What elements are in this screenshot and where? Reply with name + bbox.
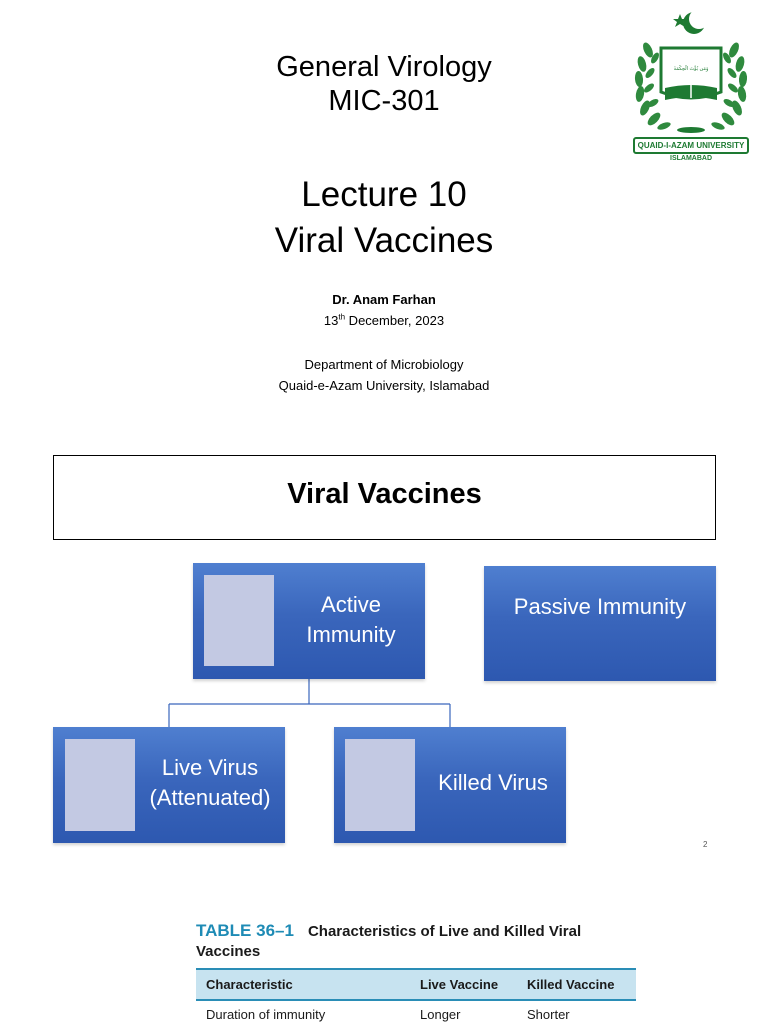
table-caption: Characteristics of Live and Killed Viral… bbox=[196, 923, 582, 960]
date-day: 13 bbox=[323, 313, 339, 328]
passive-immunity-label: Passive Immunity bbox=[513, 594, 687, 619]
university-name: Quaid-e-Azam University, Islamabad bbox=[278, 378, 490, 393]
live-virus-label: Live Virus (Attenuated) bbox=[149, 755, 271, 810]
active-immunity-node: Active Immunity bbox=[193, 563, 425, 679]
table-header-cell: Live Vaccine bbox=[410, 968, 517, 1001]
image-placeholder-icon bbox=[204, 575, 274, 666]
table-row: Duration of immunity Longer Shorter bbox=[196, 1000, 636, 1024]
course-title-block: General Virology MIC-301 bbox=[184, 50, 584, 118]
table-header-row: Characteristic Live Vaccine Killed Vacci… bbox=[196, 968, 636, 1001]
table-header-cell: Characteristic bbox=[196, 968, 410, 1001]
crest-banner: QUAID-I-AZAM UNIVERSITY bbox=[633, 137, 749, 154]
affiliation-block: Department of Microbiology Quaid-e-Azam … bbox=[184, 354, 584, 396]
author-name: Dr. Anam Farhan bbox=[332, 292, 436, 307]
live-virus-node: Live Virus (Attenuated) bbox=[53, 727, 285, 843]
date-suffix: th bbox=[338, 312, 346, 322]
lecture-title-block: Lecture 10 Viral Vaccines bbox=[134, 172, 634, 264]
table-cell: Longer bbox=[420, 1007, 461, 1022]
killed-virus-label: Killed Virus bbox=[438, 770, 548, 795]
crest-city: ISLAMABAD bbox=[670, 155, 712, 162]
viral-vaccines-heading: Viral Vaccines bbox=[287, 478, 482, 510]
viral-vaccines-heading-box: Viral Vaccines bbox=[53, 455, 716, 540]
vaccine-comparison-table: Characteristic Live Vaccine Killed Vacci… bbox=[196, 968, 636, 1024]
passive-immunity-node: Passive Immunity bbox=[484, 566, 716, 681]
course-code: MIC-301 bbox=[328, 85, 440, 117]
killed-virus-node: Killed Virus bbox=[334, 727, 566, 843]
university-crest-icon: وَمَن يُؤْتَ الْحِكْمَةَ QUAID-I-AZAM UN… bbox=[628, 8, 754, 168]
crest-motto: وَمَن يُؤْتَ الْحِكْمَةَ bbox=[673, 66, 709, 72]
image-placeholder-icon bbox=[65, 739, 135, 831]
crest-graphic bbox=[634, 9, 748, 133]
lecture-number: Lecture 10 bbox=[301, 175, 467, 214]
table-cell: Shorter bbox=[527, 1007, 570, 1022]
image-placeholder-icon bbox=[345, 739, 415, 831]
slide-page-number: 2 bbox=[703, 840, 708, 849]
date-rest: December, 2023 bbox=[345, 313, 445, 328]
active-immunity-label: Active Immunity bbox=[306, 592, 396, 647]
table-cell: Duration of immunity bbox=[206, 1007, 326, 1022]
department-name: Department of Microbiology bbox=[304, 357, 464, 372]
table-header-cell: Killed Vaccine bbox=[517, 968, 636, 1001]
table-number: TABLE 36–1 bbox=[196, 921, 294, 940]
course-name: General Virology bbox=[276, 51, 492, 83]
lecture-date: 13th December, 2023 bbox=[234, 313, 534, 328]
lecture-title: Viral Vaccines bbox=[274, 221, 494, 260]
